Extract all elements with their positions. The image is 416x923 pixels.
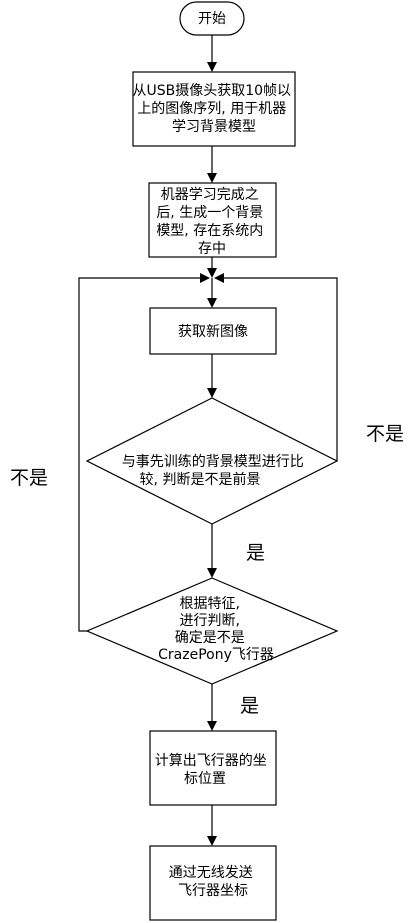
step-send-coordinates-line: 通过无线发送 bbox=[169, 865, 253, 881]
label-no-left: 不是 bbox=[10, 467, 48, 489]
step-background-model-line: 模型, 存在系统内 bbox=[156, 223, 263, 239]
label-no-right: 不是 bbox=[366, 423, 404, 445]
arrowhead bbox=[200, 273, 210, 283]
step-compute-position-line: 计算出飞行器的坐 bbox=[155, 753, 267, 769]
step-background-model: 机器学习完成之 后, 生成一个背景 模型, 存在系统内 存中 bbox=[148, 182, 277, 258]
decision-craze-pony-line: 根据特征, bbox=[180, 596, 240, 612]
step-capture-frames-line: 从USB摄像头获取10帧以 bbox=[132, 83, 291, 99]
arrowhead bbox=[207, 173, 217, 183]
step-get-new-image: 获取新图像 bbox=[149, 307, 277, 355]
step-capture-frames: 从USB摄像头获取10帧以 上的图像序列, 用于机器 学习背景模型 bbox=[132, 71, 296, 147]
edge-loop-right bbox=[222, 277, 338, 461]
decision-foreground: 与事先训练的背景模型进行比 较, 判断是不是前景 bbox=[85, 397, 339, 525]
step-send-coordinates-line: 飞行器坐标 bbox=[178, 883, 248, 899]
step-send-coordinates: 通过无线发送 飞行器坐标 bbox=[149, 845, 277, 921]
step-get-new-image-label: 获取新图像 bbox=[178, 324, 248, 340]
svg-text:通过无线发送 飞行器坐标: 通过无线发送 飞行器坐标 bbox=[169, 865, 257, 899]
decision-craze-pony: 根据特征, 进行判断, 确定是不是 CrazePony飞行器 bbox=[85, 577, 339, 685]
decision-craze-pony-line: 确定是不是 bbox=[175, 630, 245, 646]
label-yes-2: 是 bbox=[240, 695, 259, 717]
step-background-model-line: 存中 bbox=[198, 241, 226, 257]
svg-text:计算出飞行器的坐 标位置: 计算出飞行器的坐 标位置 bbox=[155, 753, 271, 787]
start-label: 开始 bbox=[198, 11, 226, 27]
start-node: 开始 bbox=[179, 1, 245, 36]
decision-foreground-line: 与事先训练的背景模型进行比 bbox=[122, 454, 304, 470]
svg-text:根据特征, 进行判断, 确定是不是: 根据特征, 进行判断, 确定是不是 CrazePony飞行器 bbox=[158, 596, 274, 663]
arrowhead bbox=[207, 298, 217, 308]
arrowhead bbox=[214, 273, 224, 283]
step-background-model-line: 机器学习完成之 bbox=[161, 187, 259, 203]
svg-text:机器学习完成之 后, 生成一个背景: 机器学习完成之 后, 生成一个背景 模型, 存在系统内 存中 bbox=[156, 187, 267, 257]
arrowhead bbox=[207, 836, 217, 846]
svg-text:与事先训练的背景模型进行比 较, 判断是不是前景: 与事先训练的背景模型进行比 较, 判断是不是前景 bbox=[122, 454, 308, 488]
step-capture-frames-line: 上的图像序列, 用于机器 bbox=[137, 101, 286, 117]
arrowhead bbox=[207, 62, 217, 72]
arrowhead bbox=[207, 268, 217, 278]
step-capture-frames-line: 学习背景模型 bbox=[172, 119, 256, 135]
step-compute-position-line: 标位置 bbox=[184, 771, 226, 787]
step-background-model-line: 后, 生成一个背景 bbox=[156, 205, 263, 221]
edge-loop-left bbox=[78, 277, 202, 632]
arrowhead bbox=[207, 388, 217, 398]
decision-craze-pony-line: CrazePony飞行器 bbox=[158, 647, 274, 663]
arrowhead bbox=[207, 568, 217, 578]
step-compute-position: 计算出飞行器的坐 标位置 bbox=[149, 730, 277, 806]
decision-foreground-line: 较, 判断是不是前景 bbox=[140, 471, 261, 488]
decision-craze-pony-line: 进行判断, bbox=[180, 613, 240, 629]
arrowhead bbox=[207, 721, 217, 731]
svg-text:从USB摄像头获取10帧以 上的图像序列, 用于: 从USB摄像头获取10帧以 上的图像序列, 用于机器 学习背景模型 bbox=[132, 83, 295, 135]
label-yes-1: 是 bbox=[246, 542, 265, 564]
